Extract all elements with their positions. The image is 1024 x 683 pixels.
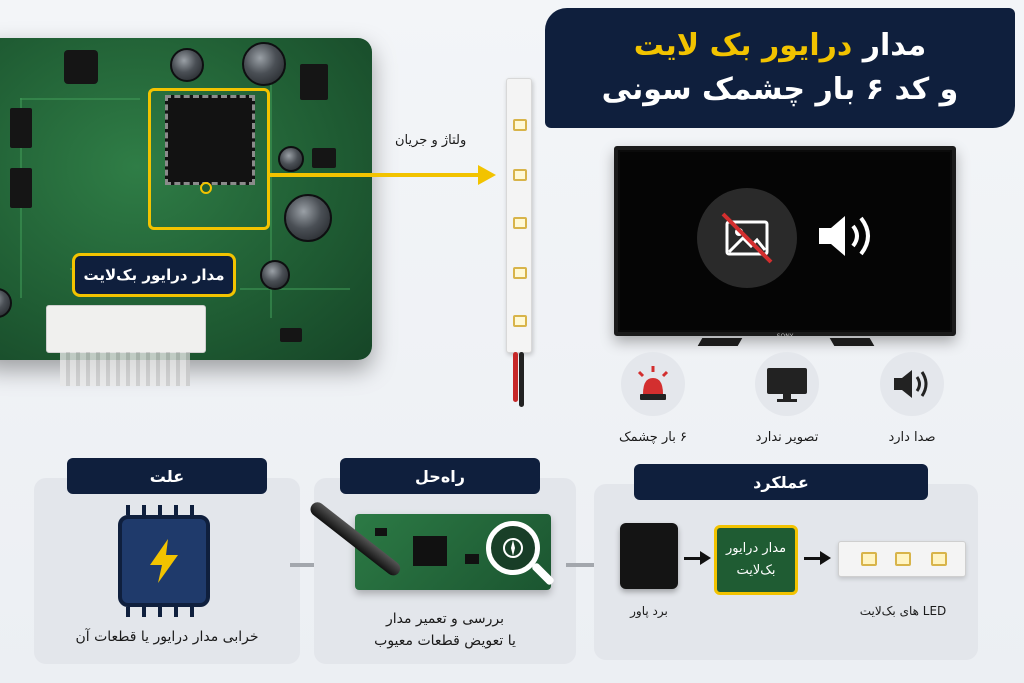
driver-circuit-box: مدار درایور بک‌لایت — [714, 525, 798, 595]
chip-highlight-frame — [148, 88, 270, 230]
power-board-label: برد پاور — [630, 604, 668, 618]
symptom-speaker-circle — [880, 352, 944, 416]
tv-brand-logo: SONY — [776, 333, 794, 340]
signal-arrow-line — [270, 173, 485, 177]
monitor-icon — [767, 368, 807, 402]
arrow-origin-dot — [200, 182, 212, 194]
tv-stand-right — [829, 338, 875, 346]
magnifier-icon — [486, 521, 540, 575]
symptom-no-image-label: تصویر ندارد — [755, 430, 819, 445]
connector-wires — [60, 352, 190, 386]
cause-tab: علت — [67, 458, 267, 494]
flow-arrow-1 — [290, 563, 320, 567]
flow-arrow-2 — [566, 563, 596, 567]
led-strip-image — [506, 78, 532, 353]
function-arrow-2 — [804, 557, 822, 560]
driver-box-line2: بک‌لایت — [736, 563, 776, 578]
driver-box-line1: مدار درایور — [725, 541, 787, 556]
chip-warning-icon — [118, 515, 210, 607]
led-wire-black — [519, 352, 524, 407]
solution-tab: راه‌حل — [340, 458, 540, 494]
speaker-small-icon — [894, 370, 928, 398]
symptom-blink-label: ۶ بار چشمک — [619, 430, 687, 445]
pcb-connector — [46, 305, 206, 353]
function-tab: عملکرد — [634, 464, 928, 500]
title-accent: درایور بک لایت — [633, 28, 853, 63]
voltage-current-label: ولتاژ و جریان — [395, 133, 467, 148]
speaker-icon — [815, 208, 879, 264]
function-arrow-1 — [684, 557, 702, 560]
symptom-monitor-circle — [755, 352, 819, 416]
no-image-icon — [697, 188, 797, 288]
led-backlight-label: LED های بک‌لایت — [859, 604, 947, 618]
title-prefix: مدار — [862, 28, 927, 63]
title-line-1: مدار درایور بک لایت — [545, 24, 1015, 68]
title-line-2: و کد ۶ بار چشمک سونی — [601, 72, 959, 107]
cause-text: خرابی مدار درایور یا قطعات آن — [75, 629, 259, 645]
title-banner: مدار درایور بک لایت و کد ۶ بار چشمک سونی — [545, 8, 1015, 128]
driver-circuit-callout: مدار درایور بک‌لایت — [72, 253, 236, 297]
solution-text-line2: یا تعویض قطعات معیوب — [374, 633, 516, 649]
driver-ic-chip — [165, 95, 255, 185]
led-wire-red — [513, 352, 518, 402]
solution-text-line1: بررسی و تعمیر مدار — [385, 611, 505, 627]
led-board-icon — [838, 541, 966, 577]
signal-arrow-head — [478, 165, 496, 185]
alarm-light-icon — [637, 366, 669, 400]
symptom-sound-label: صدا دارد — [888, 430, 936, 445]
symptom-alarm-circle — [621, 352, 685, 416]
function-arrow-2-head — [820, 551, 831, 565]
function-arrow-1-head — [700, 551, 711, 565]
tv-stand-left — [697, 338, 743, 346]
power-board-icon — [620, 523, 678, 589]
